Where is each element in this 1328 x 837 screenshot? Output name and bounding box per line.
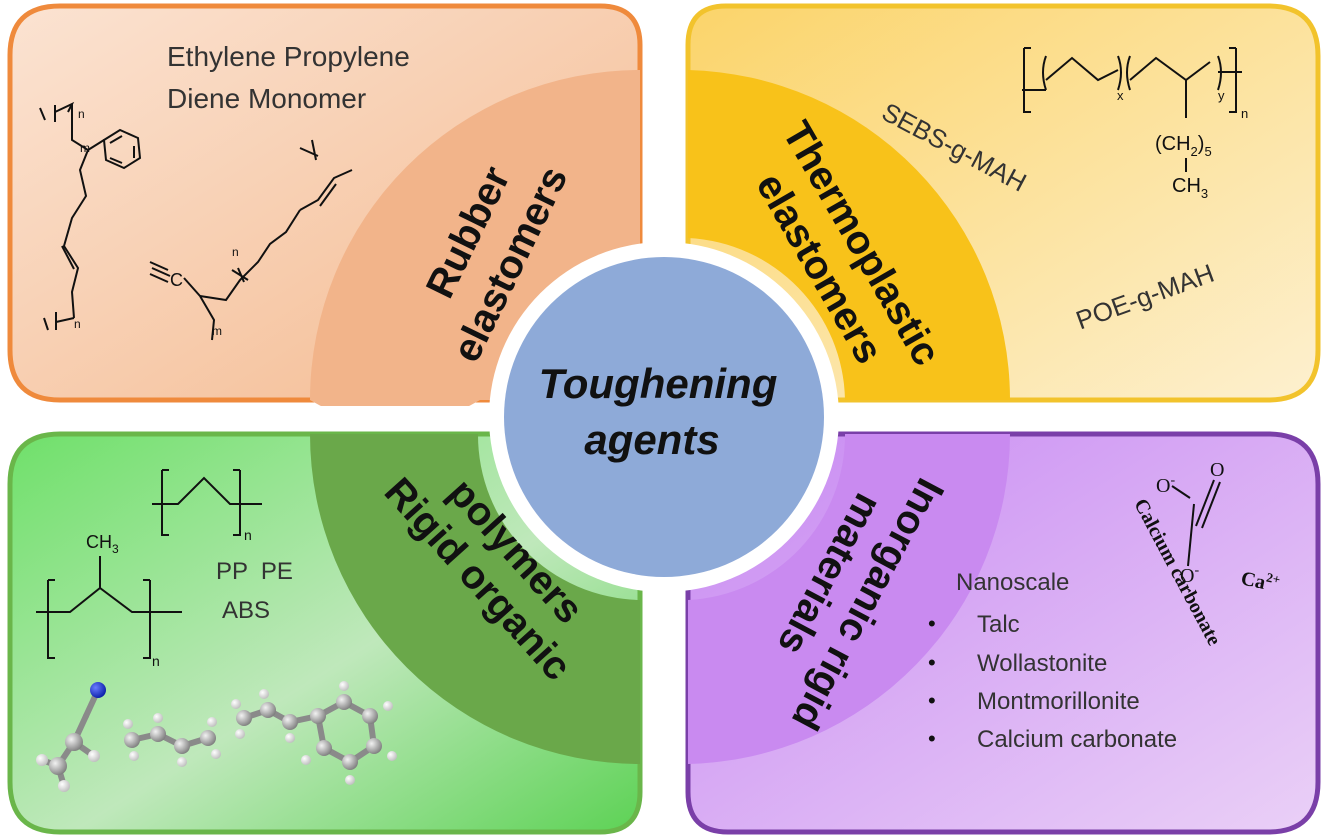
center-title-line1: Toughening <box>539 360 778 407</box>
rubber-label-line2: Diene Monomer <box>167 83 366 114</box>
abs-ball-models <box>36 681 397 792</box>
list-item: Montmorillonite <box>977 688 1140 715</box>
list-bullet: • <box>928 688 936 713</box>
list-item: Wollastonite <box>977 650 1107 677</box>
svg-text:n: n <box>78 107 85 121</box>
thermo-panel: Thermoplastic elastomers SEBS-g-MAH POE-… <box>685 3 1321 403</box>
svg-text:C: C <box>170 270 183 290</box>
list-item: Talc <box>977 611 1020 638</box>
poe-methyl: CH3 <box>1172 175 1208 201</box>
list-bullet: • <box>928 726 936 751</box>
rigid-organic-labels-line1: PP PE <box>216 558 293 585</box>
center-circle <box>504 257 824 577</box>
list-bullet: • <box>928 650 936 675</box>
svg-text:n: n <box>74 317 81 331</box>
list-item: Calcium carbonate <box>977 726 1177 753</box>
inorganic-panel: Inorganic rigid materials Nanoscale • Ta… <box>685 431 1321 835</box>
carbonate-o-top: O <box>1210 459 1224 481</box>
pe-sub-n: n <box>244 527 252 543</box>
pp-formula <box>36 556 182 659</box>
list-bullet: • <box>928 611 936 636</box>
center-node: Toughening agents <box>489 242 839 592</box>
thermo-title-ring <box>688 70 1011 400</box>
poe-sub-x: x <box>1117 88 1124 103</box>
inorganic-list-title: Nanoscale <box>956 569 1069 596</box>
poe-sub-y: y <box>1218 88 1225 103</box>
carbonate-ion: Ca2+ <box>1239 564 1282 596</box>
svg-text:m: m <box>212 324 222 338</box>
pe-formula <box>152 469 262 536</box>
pp-sub-n: n <box>152 653 160 669</box>
svg-text:m: m <box>80 141 90 155</box>
pp-methyl: CH3 <box>86 532 119 556</box>
poe-side-chain: (CH2)5 <box>1155 133 1212 159</box>
rubber-label-line1: Ethylene Propylene <box>167 41 410 72</box>
poe-sub-n: n <box>1241 106 1248 121</box>
svg-text:n: n <box>232 245 239 259</box>
rubber-panel: Ethylene Propylene Diene Monomer m n n C… <box>7 3 643 424</box>
rigid-organic-title-ring <box>310 434 640 764</box>
poe-formula <box>1022 47 1242 172</box>
rigid-organic-labels-line2: ABS <box>222 597 270 624</box>
carbonate-o-bottom: O- <box>1180 563 1199 587</box>
carbonate-o-left: O- <box>1156 473 1175 497</box>
inorganic-title-ring <box>688 434 1011 764</box>
inorganic-list: • Talc • Wollastonite • Montmorillonite … <box>928 611 1177 753</box>
carbonate-structure <box>1171 479 1221 567</box>
epdm-structure: m n n C n m <box>39 101 353 341</box>
center-title-line2: agents <box>584 416 719 463</box>
